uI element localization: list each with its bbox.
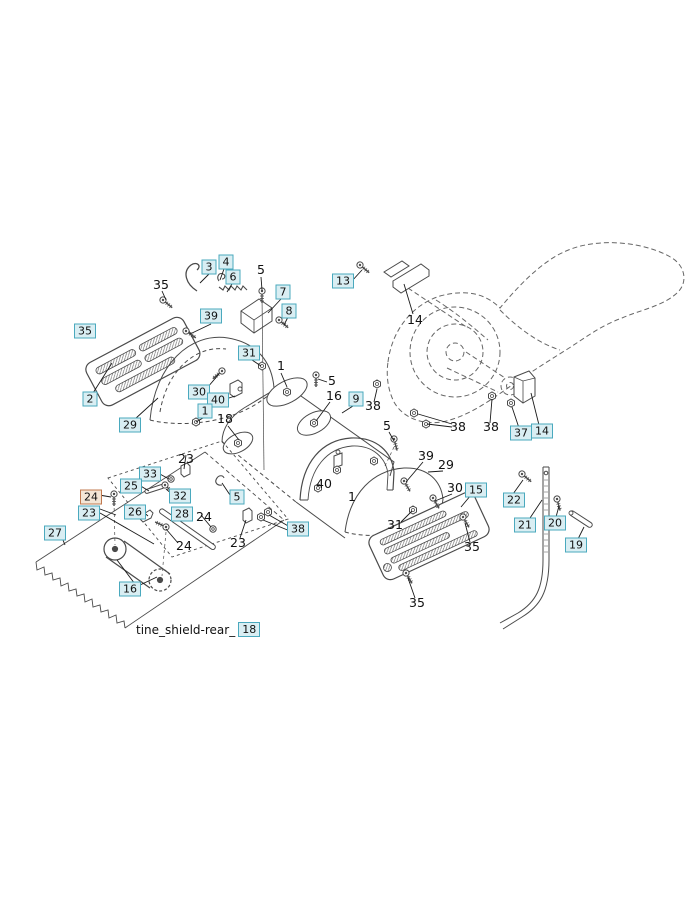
part-callout-6[interactable]: 6 (225, 269, 241, 285)
depth-stake (499, 466, 550, 630)
part-label-24: 24 (196, 509, 212, 524)
lower-bracket (513, 370, 536, 404)
part-callout-37[interactable]: 37 (510, 425, 532, 441)
part-callout-19[interactable]: 19 (565, 537, 587, 553)
part-callout-25[interactable]: 25 (120, 478, 142, 494)
part-label-23: 23 (178, 451, 194, 466)
part-label-35: 35 (464, 539, 480, 554)
engine-transmission-outline (386, 242, 685, 424)
spring (218, 285, 248, 291)
part-label-24: 24 (176, 538, 192, 553)
part-callout-27[interactable]: 27 (44, 525, 66, 541)
part-callout-23[interactable]: 23 (78, 505, 100, 521)
drive-belt (103, 537, 172, 592)
part-callout-24[interactable]: 24 (80, 489, 102, 505)
part-callout-22[interactable]: 22 (503, 492, 525, 508)
part-label-23: 23 (230, 535, 246, 550)
part-callout-20[interactable]: 20 (544, 515, 566, 531)
part-callout-16[interactable]: 16 (119, 581, 141, 597)
part-label-40: 40 (316, 476, 332, 491)
cable-clip (217, 273, 226, 282)
part-label-38: 38 (450, 419, 466, 434)
caption-text: tine_shield-rear_ (136, 622, 236, 637)
part-label-5: 5 (257, 262, 265, 277)
caption-part-number[interactable]: 18 (238, 622, 261, 637)
part-label-29: 29 (438, 457, 454, 472)
part-callout-4[interactable]: 4 (218, 254, 234, 270)
assembly-axes (113, 446, 395, 577)
left-fender (149, 336, 275, 424)
part-label-18: 18 (217, 411, 233, 426)
part-callout-33[interactable]: 33 (139, 466, 161, 482)
part-callout-9[interactable]: 9 (348, 391, 364, 407)
serrated-edge (35, 561, 126, 629)
upper-bracket (383, 260, 430, 294)
leader-lines (57, 268, 585, 599)
part-callout-40[interactable]: 40 (207, 392, 229, 408)
part-callout-8[interactable]: 8 (281, 303, 297, 319)
part-callout-35[interactable]: 35 (74, 323, 96, 339)
cable-bracket (240, 298, 273, 334)
part-callout-15[interactable]: 15 (465, 482, 487, 498)
part-label-5: 5 (383, 418, 391, 433)
part-callout-7[interactable]: 7 (275, 284, 291, 300)
tension-rods (139, 379, 253, 550)
part-label-30: 30 (447, 480, 463, 495)
clik-pin (568, 510, 593, 528)
left-shield-panel (85, 316, 201, 407)
part-callout-21[interactable]: 21 (514, 517, 536, 533)
part-label-14: 14 (407, 312, 423, 327)
part-callout-2[interactable]: 2 (82, 391, 98, 407)
bottom-shield-panel (35, 440, 289, 629)
part-label-35: 35 (153, 277, 169, 292)
part-label-5: 5 (328, 373, 336, 388)
part-label-1: 1 (348, 489, 356, 504)
part-callout-28[interactable]: 28 (171, 506, 193, 522)
part-callout-32[interactable]: 32 (169, 488, 191, 504)
part-label-1: 1 (277, 358, 285, 373)
part-label-39: 39 (418, 448, 434, 463)
part-callout-30[interactable]: 30 (188, 384, 210, 400)
part-callout-1[interactable]: 1 (197, 403, 213, 419)
part-label-16: 16 (326, 388, 342, 403)
center-arch (299, 437, 395, 501)
part-callout-31[interactable]: 31 (238, 345, 260, 361)
part-callout-14[interactable]: 14 (531, 423, 553, 439)
part-callout-13[interactable]: 13 (332, 273, 354, 289)
part-callout-38[interactable]: 38 (287, 521, 309, 537)
part-callout-39[interactable]: 39 (200, 308, 222, 324)
part-callout-29[interactable]: 29 (119, 417, 141, 433)
part-callout-26[interactable]: 26 (124, 504, 146, 520)
diagram-caption: tine_shield-rear_ 18 (136, 622, 261, 637)
handle-cable (185, 262, 200, 292)
part-label-35: 35 (409, 595, 425, 610)
bolt-axis-line (261, 295, 265, 471)
part-callout-3[interactable]: 3 (201, 259, 217, 275)
right-shield-panel (368, 491, 490, 581)
part-label-31: 31 (387, 517, 403, 532)
part-label-38: 38 (365, 398, 381, 413)
part-callout-5[interactable]: 5 (229, 489, 245, 505)
part-label-38: 38 (483, 419, 499, 434)
